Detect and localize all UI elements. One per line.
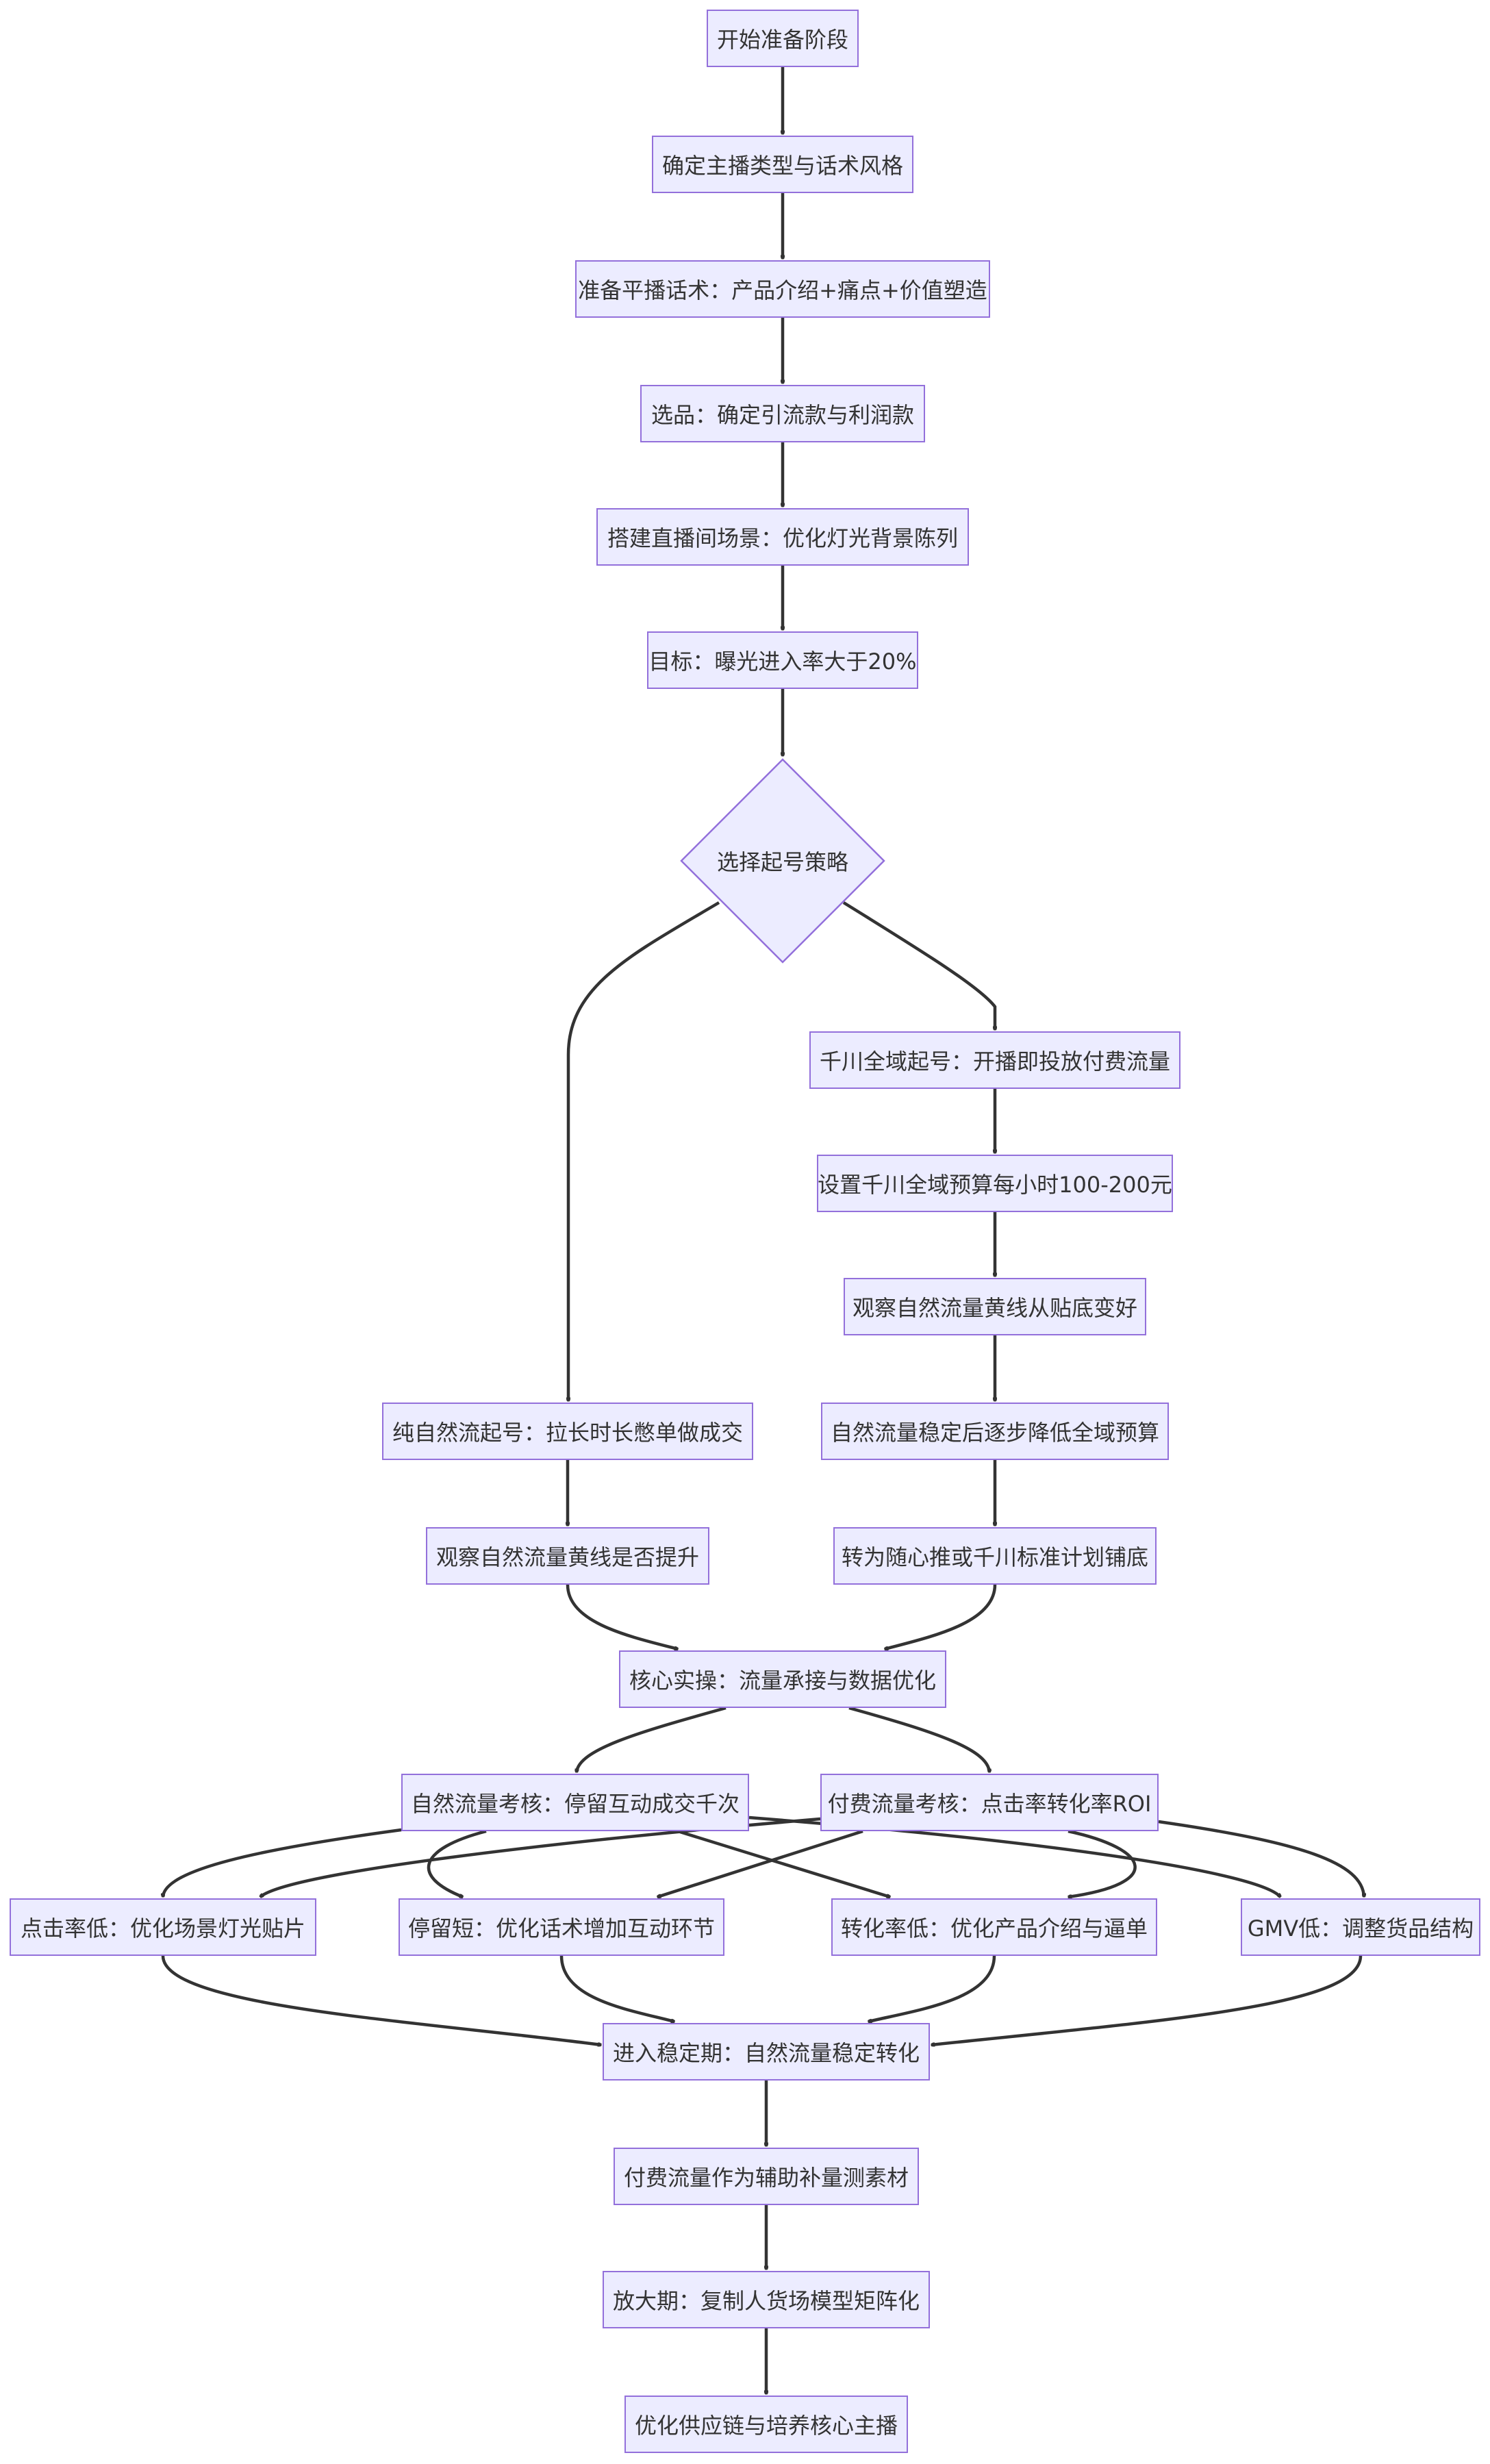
- node-paid-kpi: 付费流量考核：点击率转化率ROI: [820, 1774, 1159, 1831]
- node-goal: 目标：曝光进入率大于20%: [647, 631, 918, 689]
- edge-z2-c1: [566, 1584, 678, 1649]
- node-scene-build: 搭建直播间场景：优化灯光背景陈列: [596, 508, 969, 566]
- node-natural-observe: 观察自然流量黄线是否提升: [426, 1527, 709, 1585]
- edge-o4-s1: [931, 1955, 1363, 2045]
- edge-a1-o3: [677, 1829, 890, 1897]
- decision-label: 选择起号策略: [716, 849, 848, 875]
- edge-d1-z1: [568, 901, 720, 1401]
- edge-q5-c1: [885, 1584, 997, 1649]
- node-natural-kpi: 自然流量考核：停留互动成交千次: [401, 1774, 749, 1831]
- node-observe-yellow-line: 观察自然流量黄线从贴底变好: [844, 1278, 1146, 1335]
- decision-diamond: [680, 758, 885, 964]
- edge-d1-q1: [842, 901, 995, 1030]
- node-stable-phase: 进入稳定期：自然流量稳定转化: [603, 2023, 930, 2080]
- edge-a2-o2: [657, 1829, 863, 1897]
- edge-a2-o4: [1158, 1820, 1364, 1897]
- edge-o3-s1: [868, 1955, 996, 2022]
- node-low-ctr: 点击率低：优化场景灯光贴片: [10, 1898, 316, 1956]
- node-switch-plan: 转为随心推或千川标准计划铺底: [833, 1527, 1157, 1585]
- edge-a2-o3: [1068, 1829, 1137, 1897]
- node-script-prep: 准备平播话术：产品介绍+痛点+价值塑造: [575, 260, 990, 318]
- edge-a1-o1: [163, 1828, 402, 1897]
- node-start-prep: 开始准备阶段: [707, 10, 859, 67]
- edge-c1-a2: [848, 1706, 989, 1772]
- edge-c1-a1: [577, 1706, 727, 1772]
- node-core-ops: 核心实操：流量承接与数据优化: [619, 1650, 946, 1708]
- edge-o2-s1: [559, 1955, 674, 2022]
- decision-strategy: 选择起号策略: [679, 757, 886, 964]
- node-natural-start: 纯自然流起号：拉长时长憋单做成交: [382, 1403, 753, 1460]
- edge-a1-o2: [427, 1829, 487, 1897]
- node-product-select: 选品：确定引流款与利润款: [640, 385, 925, 442]
- edge-o1-s1: [161, 1955, 601, 2045]
- node-scale-phase: 放大期：复制人货场模型矩阵化: [603, 2271, 930, 2328]
- node-low-conversion: 转化率低：优化产品介绍与逼单: [831, 1898, 1157, 1956]
- node-low-gmv: GMV低：调整货品结构: [1241, 1898, 1480, 1956]
- node-qianchuan-budget: 设置千川全域预算每小时100-200元: [817, 1155, 1173, 1212]
- node-qianchuan-start: 千川全域起号：开播即投放付费流量: [809, 1031, 1180, 1089]
- node-paid-assist: 付费流量作为辅助补量测素材: [614, 2148, 919, 2205]
- node-supply-chain: 优化供应链与培养核心主播: [624, 2396, 908, 2453]
- node-lower-budget: 自然流量稳定后逐步降低全域预算: [821, 1403, 1169, 1460]
- node-host-type: 确定主播类型与话术风格: [652, 136, 913, 193]
- node-short-stay: 停留短：优化话术增加互动环节: [399, 1898, 724, 1956]
